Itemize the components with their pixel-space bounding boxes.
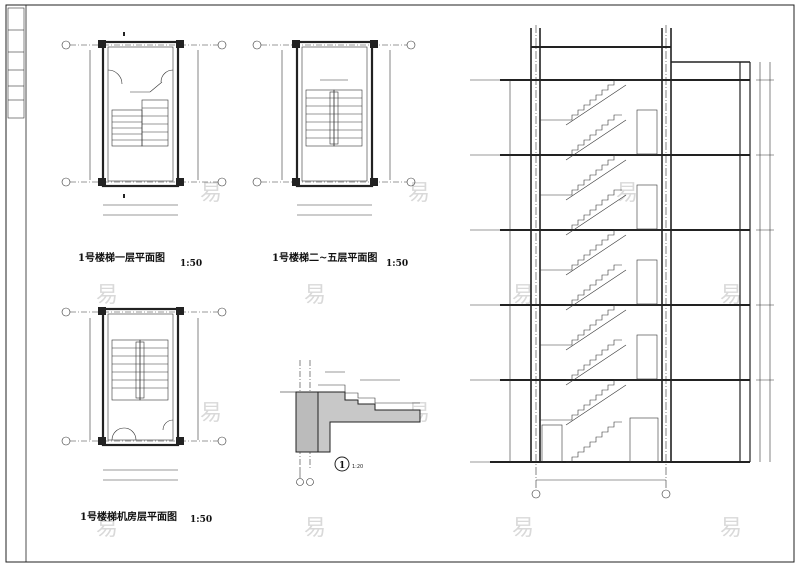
plan-machine-room	[61, 307, 227, 481]
scale-first-floor-plan: 1:50	[180, 259, 202, 269]
watermark-glyph: 易	[200, 181, 222, 206]
watermark-glyph: 易	[720, 516, 742, 541]
watermark-glyph: 易	[616, 181, 638, 206]
inner-frame	[25, 4, 795, 563]
stair-section	[470, 25, 774, 499]
watermark-glyph: 易	[96, 283, 118, 308]
detail-callout-bubble	[334, 456, 350, 472]
sheet-border	[5, 4, 795, 563]
title-floors-2-5-plan: 1号楼梯二~五层平面图	[272, 251, 377, 264]
watermark-layer: 易 易 易 易 易 易 易 易 易 易 易 易 易	[96, 181, 742, 541]
title-machine-room-plan: 1号楼梯机房层平面图	[80, 510, 177, 523]
scale-machine-room-plan: 1:50	[190, 515, 212, 525]
watermark-glyph: 易	[304, 516, 326, 541]
watermark-glyph: 易	[304, 283, 326, 308]
watermark-glyph: 易	[408, 181, 430, 206]
watermark-glyph: 易	[512, 283, 534, 308]
title-first-floor-plan: 1号楼梯一层平面图	[78, 251, 165, 264]
watermark-glyph: 易	[512, 516, 534, 541]
watermark-glyph: 易	[96, 516, 118, 541]
detail-scale: 1:20	[352, 464, 363, 470]
plan-floors-2-5	[252, 40, 416, 216]
title-block-strip	[7, 7, 25, 119]
detail-callout-label: 1	[339, 461, 345, 471]
scale-floors-2-5-plan: 1:50	[386, 259, 408, 269]
watermark-glyph: 易	[720, 283, 742, 308]
watermark-glyph: 易	[200, 401, 222, 426]
plan-first-floor	[61, 32, 227, 216]
stair-base-detail	[280, 360, 421, 486]
